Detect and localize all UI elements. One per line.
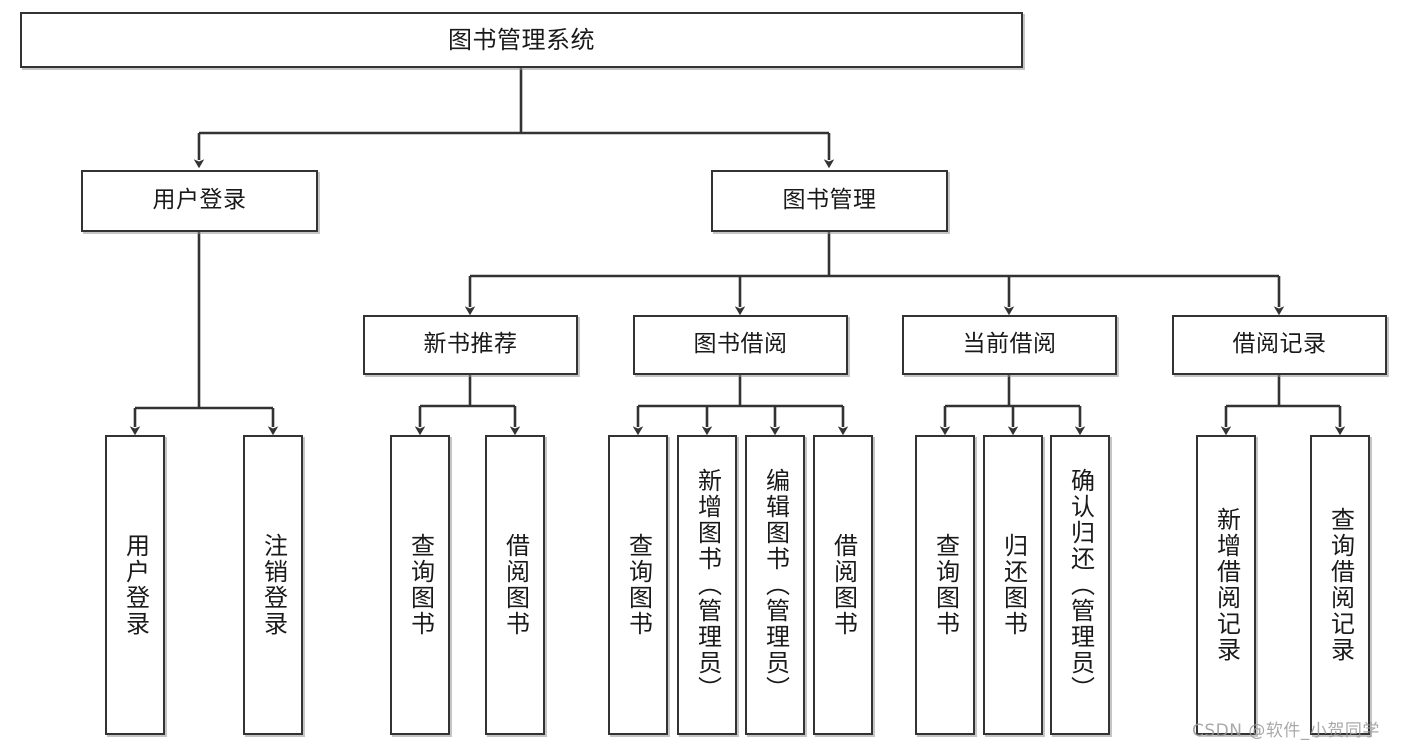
node-label: 新书推荐: [423, 331, 518, 358]
node-leaf-confirm-return-admin[interactable]: 确认归还（管理员）: [1050, 435, 1110, 735]
node-new-book-recommend[interactable]: 新书推荐: [363, 315, 578, 375]
node-current-borrow[interactable]: 当前借阅: [902, 315, 1117, 375]
node-label: 借阅记录: [1232, 331, 1327, 358]
node-label: 用户登录: [152, 187, 247, 214]
node-leaf-edit-book-admin[interactable]: 编辑图书（管理员）: [745, 435, 805, 735]
node-leaf-add-book-admin[interactable]: 新增图书（管理员）: [677, 435, 737, 735]
node-leaf-borrow-book[interactable]: 借阅图书: [813, 435, 873, 735]
node-label: 查询图书: [406, 533, 435, 637]
node-label: 图书管理: [782, 187, 877, 214]
node-leaf-user-login[interactable]: 用户登录: [105, 435, 165, 735]
node-label: 确认归还（管理员）: [1066, 468, 1095, 702]
node-leaf-query-book-current[interactable]: 查询图书: [915, 435, 975, 735]
node-leaf-query-book-recommend[interactable]: 查询图书: [390, 435, 450, 735]
node-label: 查询图书: [931, 533, 960, 637]
node-label: 借阅图书: [829, 533, 858, 637]
node-leaf-logout[interactable]: 注销登录: [243, 435, 303, 735]
node-book-borrow[interactable]: 图书借阅: [633, 315, 848, 375]
node-leaf-query-book-borrow[interactable]: 查询图书: [608, 435, 668, 735]
node-leaf-query-borrow-record[interactable]: 查询借阅记录: [1310, 435, 1370, 735]
node-label: 图书借阅: [693, 331, 788, 358]
node-label: 查询图书: [624, 533, 653, 637]
node-label: 当前借阅: [962, 331, 1057, 358]
node-user-login[interactable]: 用户登录: [81, 170, 318, 232]
node-root-library-system[interactable]: 图书管理系统: [20, 12, 1023, 68]
node-borrow-record[interactable]: 借阅记录: [1172, 315, 1387, 375]
node-label: 注销登录: [259, 533, 288, 637]
node-label: 查询借阅记录: [1326, 507, 1355, 663]
node-label: 图书管理系统: [448, 25, 595, 54]
node-label: 用户登录: [121, 533, 150, 637]
node-label: 新增借阅记录: [1212, 507, 1241, 663]
node-label: 借阅图书: [501, 533, 530, 637]
node-leaf-add-borrow-record[interactable]: 新增借阅记录: [1196, 435, 1256, 735]
node-leaf-borrow-book-recommend[interactable]: 借阅图书: [485, 435, 545, 735]
node-label: 编辑图书（管理员）: [761, 468, 790, 702]
node-book-management[interactable]: 图书管理: [711, 170, 948, 232]
node-leaf-return-book[interactable]: 归还图书: [983, 435, 1043, 735]
node-label: 归还图书: [999, 533, 1028, 637]
node-label: 新增图书（管理员）: [693, 468, 722, 702]
